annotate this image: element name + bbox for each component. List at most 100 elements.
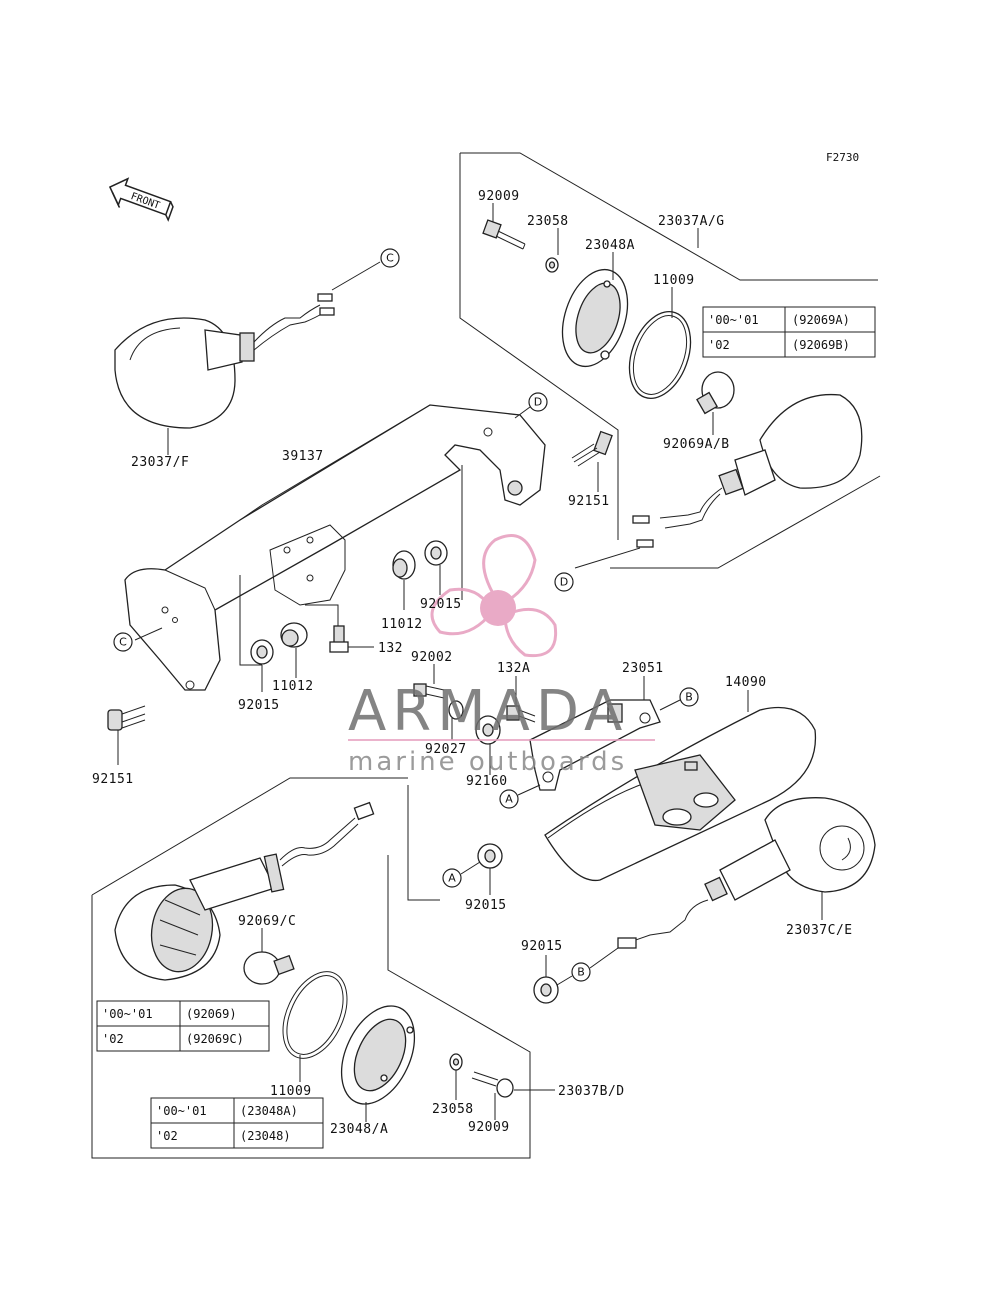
label-23058-top: 23058 (527, 214, 569, 229)
label-92151-left: 92151 (92, 772, 134, 787)
label-92002: 92002 (411, 650, 453, 665)
bracket-23051 (529, 699, 661, 791)
turn-signal-rear-right (617, 797, 876, 949)
rim-23048A-bottom (340, 1005, 416, 1105)
svg-text:(92069C): (92069C) (186, 1032, 244, 1046)
front-arrow-icon: FRONT (108, 177, 174, 222)
box-outline-left-bottom (91, 855, 531, 1159)
svg-text:(92069A): (92069A) (792, 313, 850, 327)
gasket-11009-bottom (282, 971, 348, 1059)
bolt-92002 (413, 683, 445, 699)
label-92069AB: 92069A/B (663, 437, 730, 452)
turn-signal-front-right (632, 393, 863, 548)
screw-132 (329, 625, 349, 653)
label-92015-left: 92015 (238, 698, 280, 713)
callout-D-top: D (528, 392, 548, 412)
svg-text:D: D (560, 576, 568, 589)
label-23048A: 23048A (585, 238, 635, 253)
label-11009-top: 11009 (653, 273, 695, 288)
turn-signal-rear-left (114, 801, 375, 981)
label-14090: 14090 (725, 675, 767, 690)
label-11009-bottom: 11009 (270, 1084, 312, 1099)
box-outline-top (460, 152, 878, 281)
svg-text:'02: '02 (156, 1129, 178, 1143)
label-39137: 39137 (282, 449, 324, 464)
rear-fender-14090 (544, 706, 817, 882)
bulb-92069C (243, 951, 295, 985)
label-23037F: 23037/F (131, 455, 189, 470)
screw-132A (506, 705, 536, 723)
svg-text:A: A (448, 872, 456, 885)
table-bulb-bottom: '00~'01 (92069) '02 (92069C) (96, 1000, 270, 1052)
collar-11012-left (280, 622, 308, 648)
label-132A: 132A (497, 661, 530, 676)
label-92009-bottom: 92009 (468, 1120, 510, 1135)
collar-11012-mid (392, 550, 416, 580)
grommet-92160 (475, 715, 501, 745)
callout-D-right: D (554, 572, 574, 592)
screw-92009-bottom (471, 1071, 514, 1098)
svg-text:C: C (386, 252, 394, 265)
washer-23058-top (545, 257, 559, 273)
svg-text:C: C (119, 636, 127, 649)
label-23048A-bottom: 23048/A (330, 1122, 388, 1137)
callout-A-low: A (442, 868, 462, 888)
screw-92009-top (482, 219, 526, 250)
bolt-92151-left (107, 705, 146, 731)
label-23051: 23051 (622, 661, 664, 676)
watermark-logo-icon (430, 534, 558, 658)
nut-92015-low (477, 843, 503, 869)
svg-text:'00~'01: '00~'01 (708, 313, 759, 327)
callout-B-top: B (679, 687, 699, 707)
rim-23048A (561, 268, 629, 368)
nut-92015-left (250, 639, 274, 665)
label-92069C: 92069/C (238, 914, 296, 929)
box-outline-left-top (91, 777, 408, 896)
bracket-39137 (124, 404, 546, 691)
svg-text:(23048): (23048) (240, 1129, 291, 1143)
label-23037CE: 23037C/E (786, 923, 853, 938)
svg-text:(23048A): (23048A) (240, 1104, 298, 1118)
label-92160: 92160 (466, 774, 508, 789)
label-92009-top: 92009 (478, 189, 520, 204)
label-11012-left: 11012 (272, 679, 314, 694)
label-92151-right: 92151 (568, 494, 610, 509)
svg-text:(92069): (92069) (186, 1007, 237, 1021)
callout-C-left: C (113, 632, 133, 652)
table-top-bulb: '00~'01 (92069A) '02 (92069B) (702, 306, 876, 358)
callout-C-top: C (380, 248, 400, 268)
label-92015-low: 92015 (465, 898, 507, 913)
nut-92015-bottom (533, 976, 559, 1004)
label-11012-mid: 11012 (381, 617, 423, 632)
label-92015-bottom: 92015 (521, 939, 563, 954)
turn-signal-front-left (114, 293, 335, 429)
label-23037BD: 23037B/D (558, 1084, 625, 1099)
box-outline-bottom (610, 475, 881, 569)
svg-text:'02: '02 (708, 338, 730, 352)
nut-92015-mid (424, 540, 448, 566)
bulb-92069AB (696, 371, 735, 415)
box-outline-left (459, 153, 619, 540)
label-92027: 92027 (425, 742, 467, 757)
svg-text:B: B (685, 691, 693, 704)
callout-B-low: B (571, 962, 591, 982)
washer-92027 (448, 700, 464, 720)
washer-23058-bottom (449, 1053, 463, 1071)
label-92015-mid: 92015 (420, 597, 462, 612)
svg-text:(92069B): (92069B) (792, 338, 850, 352)
table-rim-bottom: '00~'01 (23048A) '02 (23048) (150, 1097, 324, 1149)
label-132: 132 (378, 641, 403, 656)
label-23058-bottom: 23058 (432, 1102, 474, 1117)
svg-text:'00~'01: '00~'01 (156, 1104, 207, 1118)
leader-A-low (407, 785, 440, 901)
svg-text:'00~'01: '00~'01 (102, 1007, 153, 1021)
svg-text:A: A (505, 793, 513, 806)
callout-A-mid: A (499, 789, 519, 809)
svg-text:'02: '02 (102, 1032, 124, 1046)
bolt-92151-right (571, 430, 613, 467)
svg-text:B: B (577, 966, 585, 979)
watermark-tagline: marine outboards (348, 747, 627, 777)
svg-text:D: D (534, 396, 542, 409)
